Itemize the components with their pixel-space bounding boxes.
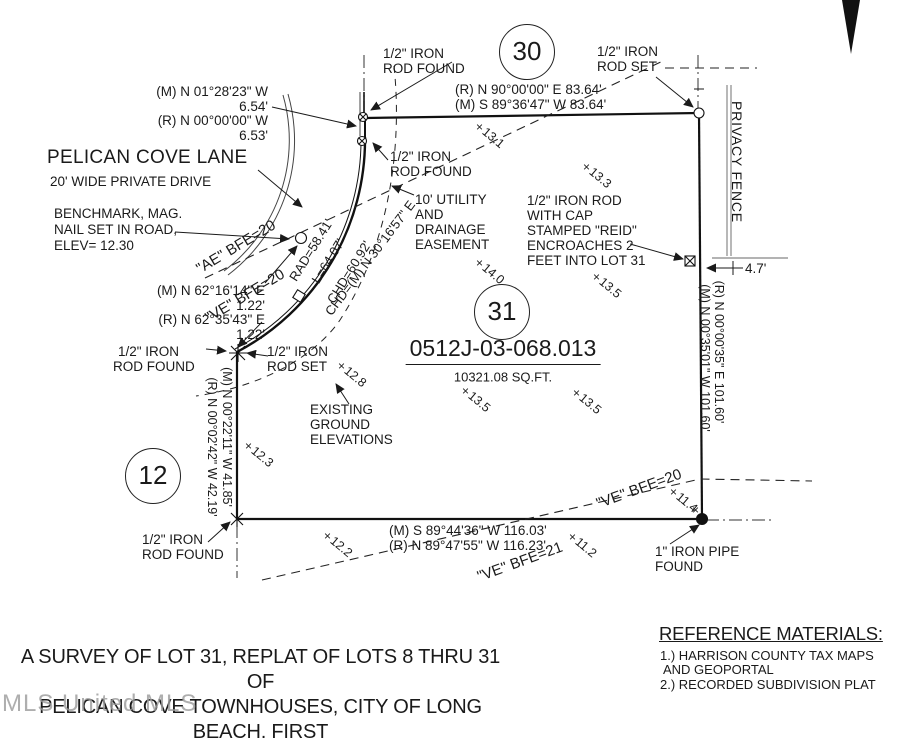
left-boundary-bearing-measured: (M) N 00°22'11" W 41.85'	[220, 367, 234, 507]
right-boundary-bearing-record: (R) N 00°00'35" E 101.60'	[712, 280, 726, 424]
bottom-boundary-bearings: (M) S 89°44'36" W 116.03'(R) N 89°47'55"…	[389, 523, 547, 553]
survey-title: A SURVEY OF LOT 31, REPLAT OF LOTS 8 THR…	[20, 646, 501, 738]
reference-item-1: 1.) HARRISON COUNTY TAX MAPS	[660, 648, 874, 663]
reference-materials-title: REFERENCE MATERIALS:	[659, 623, 883, 644]
leader-lines	[174, 61, 700, 545]
top-boundary-bearings: (R) N 90°00'00" E 83.64'(M) S 89°36'47" …	[455, 82, 607, 112]
north-arrow	[842, 0, 860, 54]
lot-30-circle: 30	[499, 24, 555, 80]
elevation-cross: ×	[476, 120, 484, 134]
left-boundary-bearing-record: (R) N 00°02'42" W 42.19'	[205, 377, 219, 517]
benchmark-note: BENCHMARK, MAG.NAIL SET IN ROAD,ELEV= 12…	[54, 206, 183, 253]
right-boundary-bearing-measured: (M) N 00°35'01" W 101.60'	[698, 284, 712, 432]
lot-boundary	[234, 111, 704, 521]
road-name: PELICAN COVE LANE	[47, 147, 248, 168]
reference-item-2: 2.) RECORDED SUBDIVISION PLAT	[660, 677, 876, 692]
flood-zone-lines	[204, 59, 813, 581]
lot-31-circle: 31	[474, 284, 530, 340]
extension-lines	[236, 55, 772, 578]
lot-12-circle: 12	[125, 448, 181, 504]
parcel-id: 0512J-03-068.013	[405, 335, 601, 365]
privacy-fence-line	[712, 85, 788, 259]
reference-item-1b: AND GEOPORTAL	[663, 662, 774, 677]
mls-watermark: MLS United MLS	[2, 690, 198, 717]
road-type: 20' WIDE PRIVATE DRIVE	[50, 174, 212, 189]
fence-offset-dimension	[694, 88, 743, 275]
privacy-fence-label: PRIVACY FENCE	[729, 101, 745, 223]
fence-offset-label: 4.7'	[745, 261, 767, 276]
monument-symbols	[229, 107, 709, 527]
easement-line	[195, 65, 397, 397]
parcel-area: 10321.08 SQ.FT.	[453, 369, 553, 385]
